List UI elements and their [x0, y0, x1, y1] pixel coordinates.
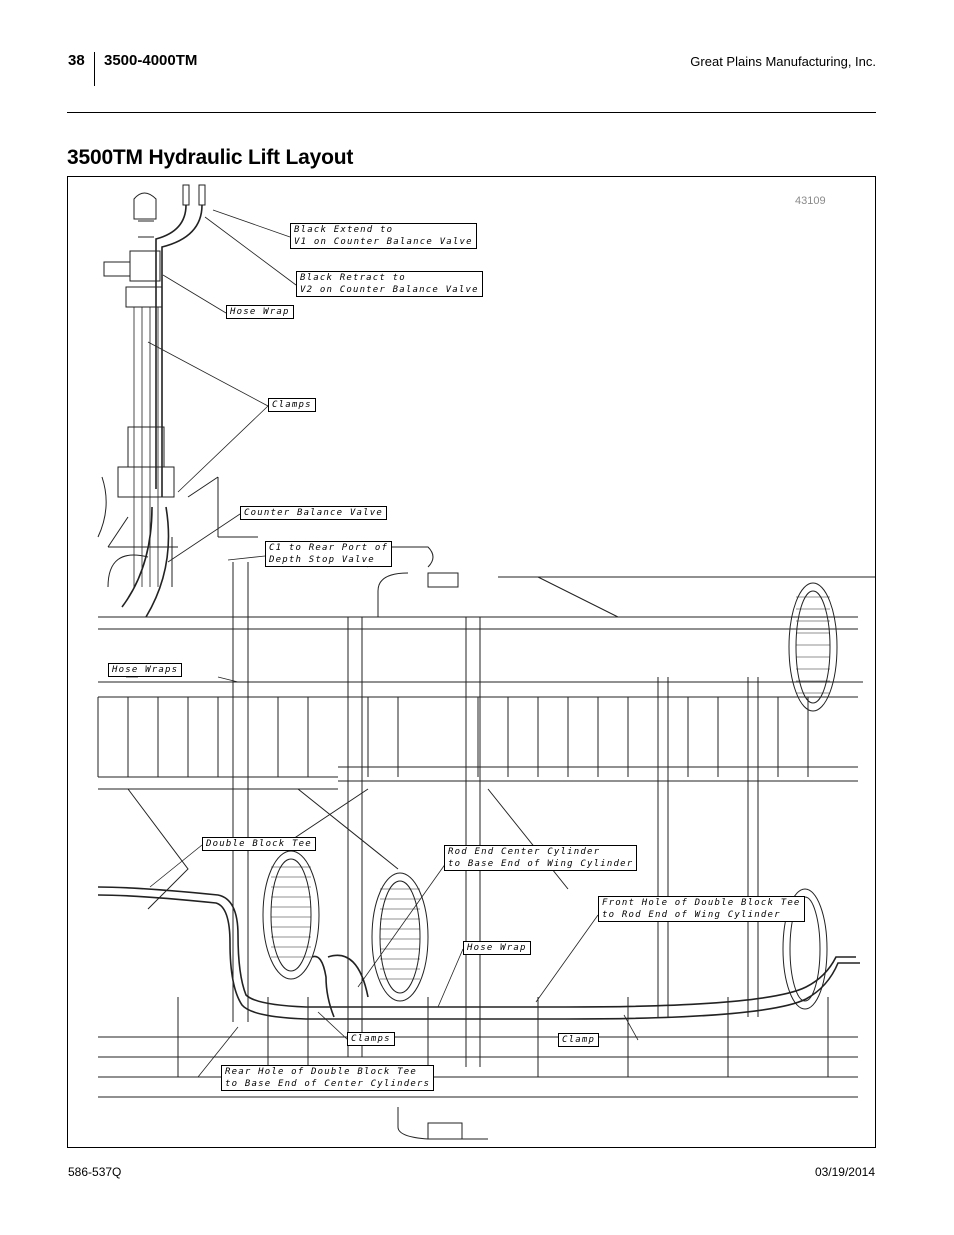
figure-number: 43109: [795, 195, 826, 207]
document-title: 3500-4000TM: [104, 52, 198, 69]
document-code: 586-537Q: [68, 1165, 122, 1179]
callout-black-retract: Black Retract to V2 on Counter Balance V…: [296, 271, 483, 297]
callout-clamps-top: Clamps: [268, 398, 316, 412]
callout-double-block-tee: Double Block Tee: [202, 837, 316, 851]
callout-c1-rear-port: C1 to Rear Port of Depth Stop Valve: [265, 541, 393, 567]
tongue-hoses: [121, 204, 203, 618]
section-title: 3500TM Hydraulic Lift Layout: [67, 146, 354, 169]
quick-couplers: [182, 184, 206, 206]
machine-drawing: [97, 184, 875, 1140]
document-date: 03/19/2014: [814, 1165, 875, 1179]
callout-hose-wrap-bottom: Hose Wrap: [463, 941, 531, 955]
callout-clamps-bottom: Clamps: [347, 1032, 395, 1046]
frame-drawing: [97, 546, 875, 1140]
callout-front-hole: Front Hole of Double Block Tee to Rod En…: [598, 896, 805, 922]
callout-rod-end-center: Rod End Center Cylinder to Base End of W…: [444, 845, 638, 871]
tire-drawing: [262, 582, 838, 1010]
callout-rear-hole: Rear Hole of Double Block Tee to Base En…: [221, 1065, 435, 1091]
leader-lines: [126, 209, 639, 1078]
company-name: Great Plains Manufacturing, Inc.: [690, 54, 876, 69]
wing-hoses: [97, 886, 860, 1020]
hydraulic-layout-figure: 43109 Black Extend to V1 on Counter Bala…: [67, 176, 876, 1148]
tongue-drawing: [97, 192, 258, 588]
page-number: 38: [68, 52, 85, 69]
callout-counter-balance-valve: Counter Balance Valve: [240, 506, 387, 520]
callout-hose-wraps: Hose Wraps: [108, 663, 183, 677]
header-rule: [67, 112, 876, 113]
callout-black-extend: Black Extend to V1 on Counter Balance Va…: [290, 223, 477, 249]
header-divider: [94, 52, 95, 86]
callout-clamp: Clamp: [558, 1033, 600, 1047]
callout-hose-wrap-top: Hose Wrap: [226, 305, 294, 319]
